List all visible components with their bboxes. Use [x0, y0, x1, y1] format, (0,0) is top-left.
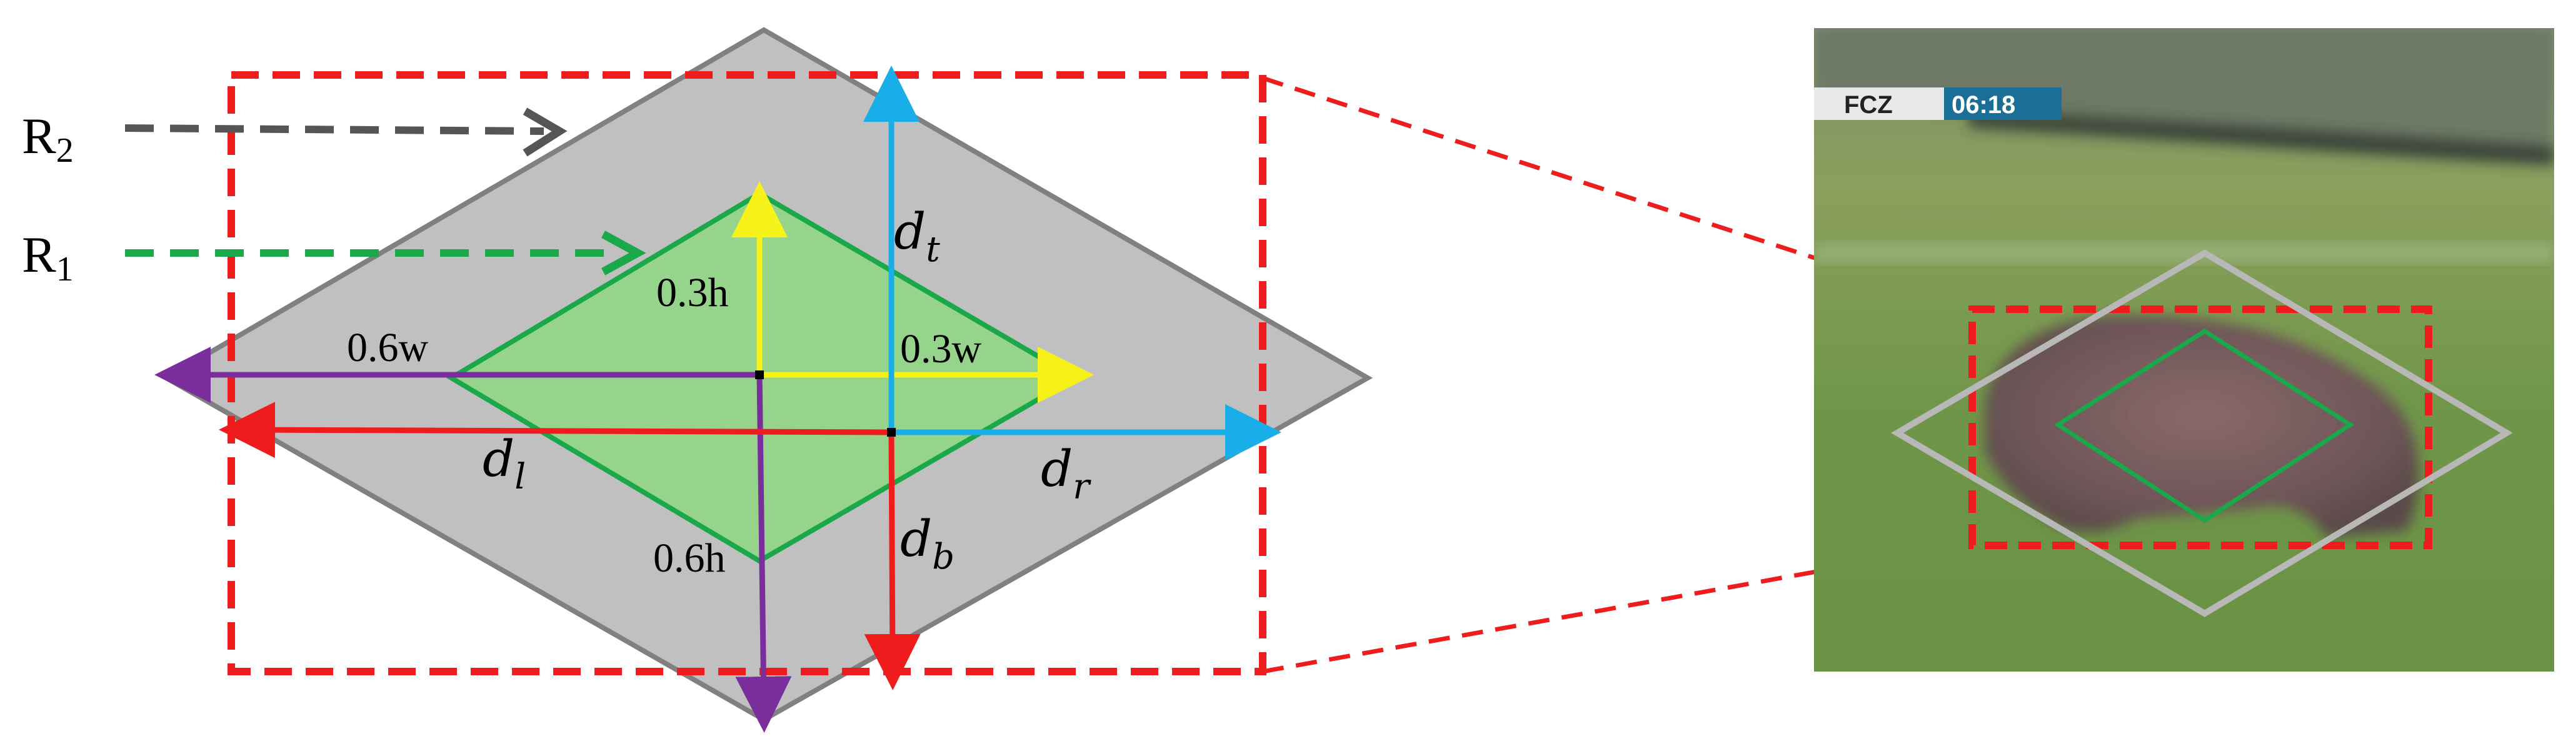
photo-animal [1985, 315, 2419, 537]
photo-panel: FCZ 06:18 [1814, 28, 2554, 672]
label-dl: dl [483, 430, 526, 497]
scoreboard-time: 06:18 [1952, 91, 2015, 119]
arrow-dl [219, 402, 892, 459]
center-point-r1 [755, 370, 764, 379]
label-0.6h: 0.6h [653, 535, 726, 581]
connector-line-bottom [1262, 541, 1973, 674]
scoreboard: FCZ 06:18 [1814, 87, 2062, 120]
center-point-bbox [887, 428, 896, 437]
label-r1: R1 [22, 226, 74, 289]
photo-dark-stripe [1969, 109, 2554, 166]
photo-inner-rhombus [2053, 328, 2355, 523]
scoreboard-team: FCZ [1844, 91, 1893, 119]
photo-top-band [1814, 28, 2554, 156]
r1-pointer-arrow [125, 231, 646, 275]
label-db: db [900, 510, 955, 577]
label-0.6w: 0.6w [347, 325, 429, 370]
label-dr: dr [1041, 440, 1091, 507]
label-0.3w: 0.3w [900, 326, 982, 372]
r2-pointer-arrow [124, 107, 568, 157]
left-diagram: R2 R1 0.3h 0.3w 0.6w 0.6h dt dl dr db [22, 27, 1373, 733]
label-r2: R2 [22, 107, 74, 170]
label-0.3h: 0.3h [656, 270, 729, 315]
bounding-box-dashed [228, 71, 1266, 675]
photo-bounding-box [1968, 305, 2432, 549]
photo-outer-rhombus [1891, 249, 2513, 617]
arrow-db [864, 432, 921, 690]
label-dt: dt [894, 202, 940, 270]
photo-field-line [1814, 244, 2554, 262]
